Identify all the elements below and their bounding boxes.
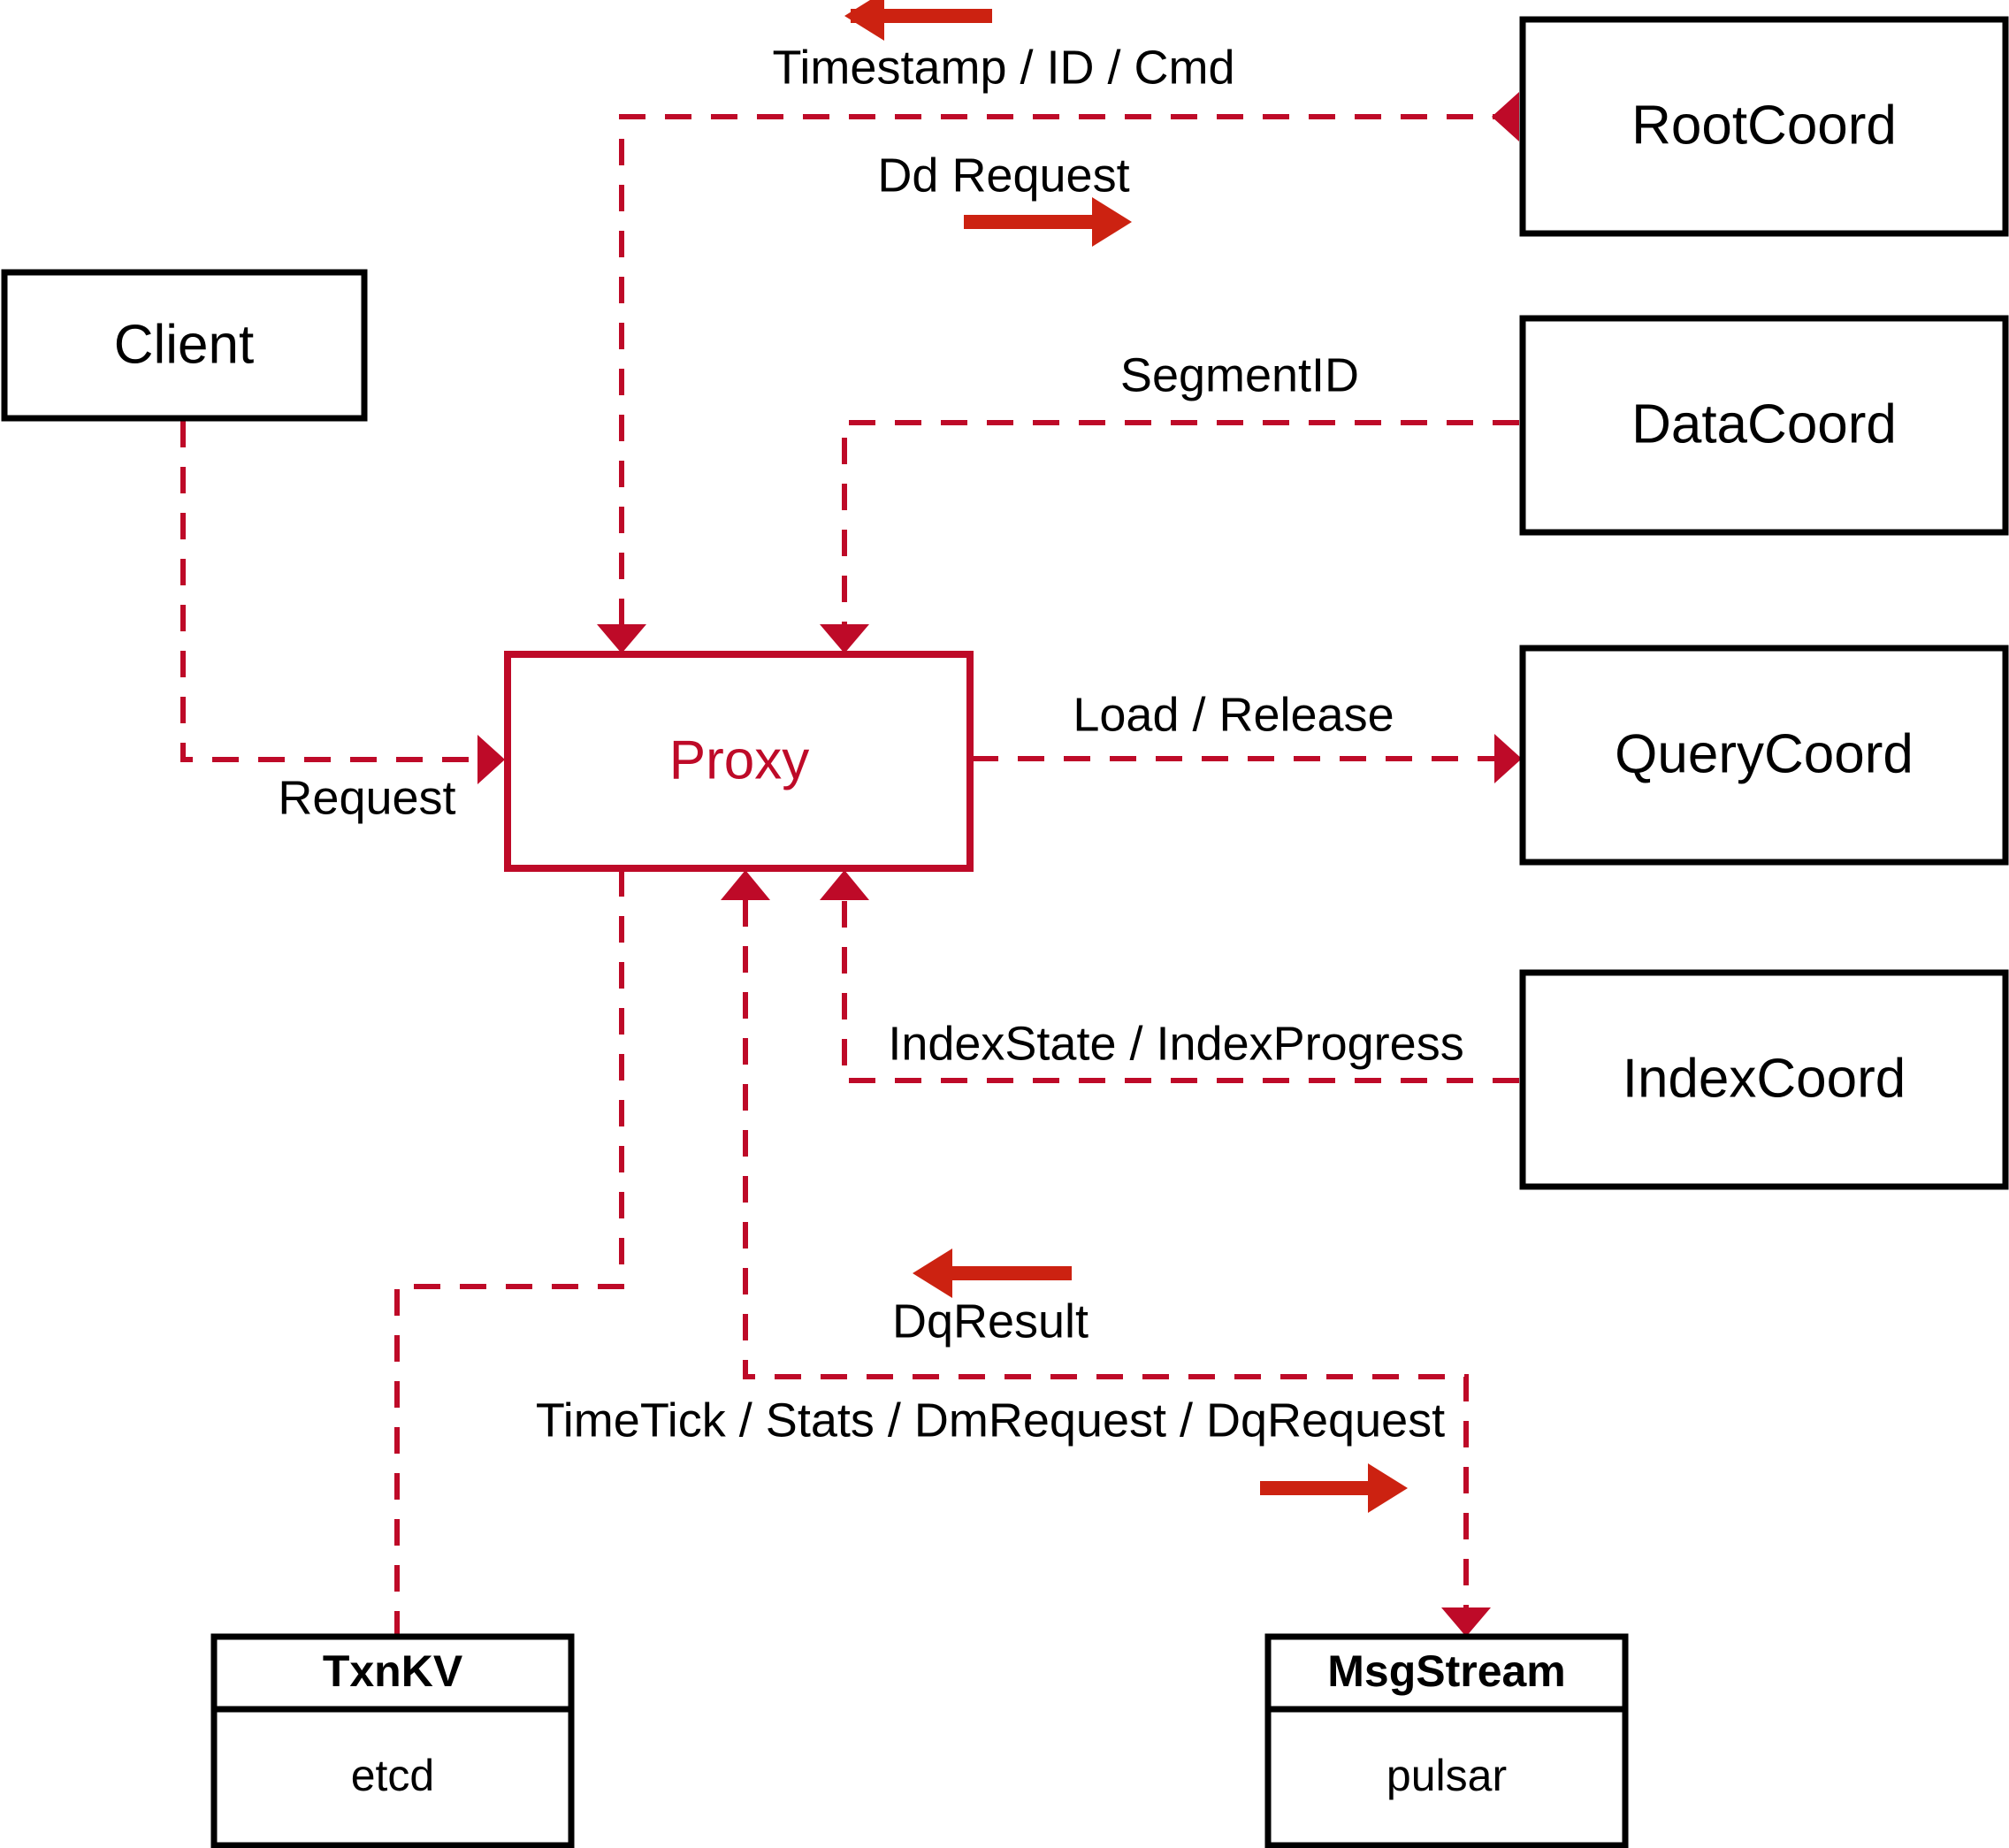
node-txnkv[interactable]: TxnKV etcd: [210, 1633, 575, 1848]
arrowhead-right-rootcoord-icon: [1492, 92, 1519, 141]
node-txnkv-title: TxnKV: [323, 1646, 463, 1696]
arrowhead-down-datacoord-icon: [820, 624, 869, 653]
bold-arrow-timetick-right: [1260, 1463, 1408, 1513]
edge-proxy-msgstream: [721, 870, 1491, 1637]
node-proxy[interactable]: Proxy: [504, 651, 974, 872]
node-client[interactable]: Client: [1, 269, 368, 422]
edge-rootcoord-to-proxy: [597, 92, 1519, 653]
node-querycoord[interactable]: QueryCoord: [1519, 645, 2009, 866]
edge-label-timetick-stats-dmrequest-dqrequest: TimeTick / Stats / DmRequest / DqRequest: [536, 1394, 1445, 1447]
edge-label-request: Request: [278, 771, 455, 824]
node-rootcoord[interactable]: RootCoord: [1519, 16, 2009, 237]
node-querycoord-label: QueryCoord: [1615, 723, 1914, 784]
edge-indexcoord-to-proxy: [820, 870, 1519, 1083]
node-datacoord-label: DataCoord: [1631, 393, 1897, 454]
node-proxy-label: Proxy: [669, 729, 809, 790]
node-client-label: Client: [114, 314, 255, 375]
edge-datacoord-to-proxy: [820, 420, 1519, 653]
arrowhead-right-icon: [477, 735, 505, 784]
edge-proxy-to-txnkv: [394, 870, 624, 1635]
edge-label-indexstate-indexprogress: IndexState / IndexProgress: [888, 1017, 1463, 1070]
edge-proxy-to-querycoord: [972, 734, 1522, 783]
node-datacoord[interactable]: DataCoord: [1519, 315, 2009, 536]
edge-label-dd-request: Dd Request: [877, 149, 1129, 202]
edge-label-dqresult: DqResult: [892, 1294, 1089, 1348]
edge-label-segmentid: SegmentID: [1120, 348, 1359, 401]
node-rootcoord-label: RootCoord: [1631, 95, 1897, 156]
arrowhead-right-querycoord-icon: [1494, 734, 1522, 783]
arrowhead-up-msgstream-icon: [721, 870, 770, 900]
node-msgstream[interactable]: MsgStream pulsar: [1264, 1633, 1629, 1848]
node-msgstream-title: MsgStream: [1327, 1646, 1566, 1696]
edge-label-load-release: Load / Release: [1073, 688, 1394, 741]
arrowhead-down-msgstream-icon: [1441, 1607, 1491, 1637]
arrowhead-down-icon: [597, 624, 646, 653]
bold-arrow-timestamp-left: [844, 0, 992, 41]
bold-arrow-dqresult-left: [913, 1249, 1072, 1298]
node-txnkv-impl: etcd: [351, 1751, 435, 1800]
arrowhead-up-indexcoord-icon: [820, 870, 869, 900]
node-indexcoord[interactable]: IndexCoord: [1519, 969, 2009, 1190]
bold-arrow-dd-request-right: [964, 197, 1132, 247]
node-msgstream-impl: pulsar: [1386, 1751, 1507, 1800]
edge-label-timestamp-id-cmd: Timestamp / ID / Cmd: [772, 41, 1234, 94]
node-indexcoord-label: IndexCoord: [1623, 1048, 1906, 1109]
edge-client-to-proxy: [180, 421, 505, 784]
